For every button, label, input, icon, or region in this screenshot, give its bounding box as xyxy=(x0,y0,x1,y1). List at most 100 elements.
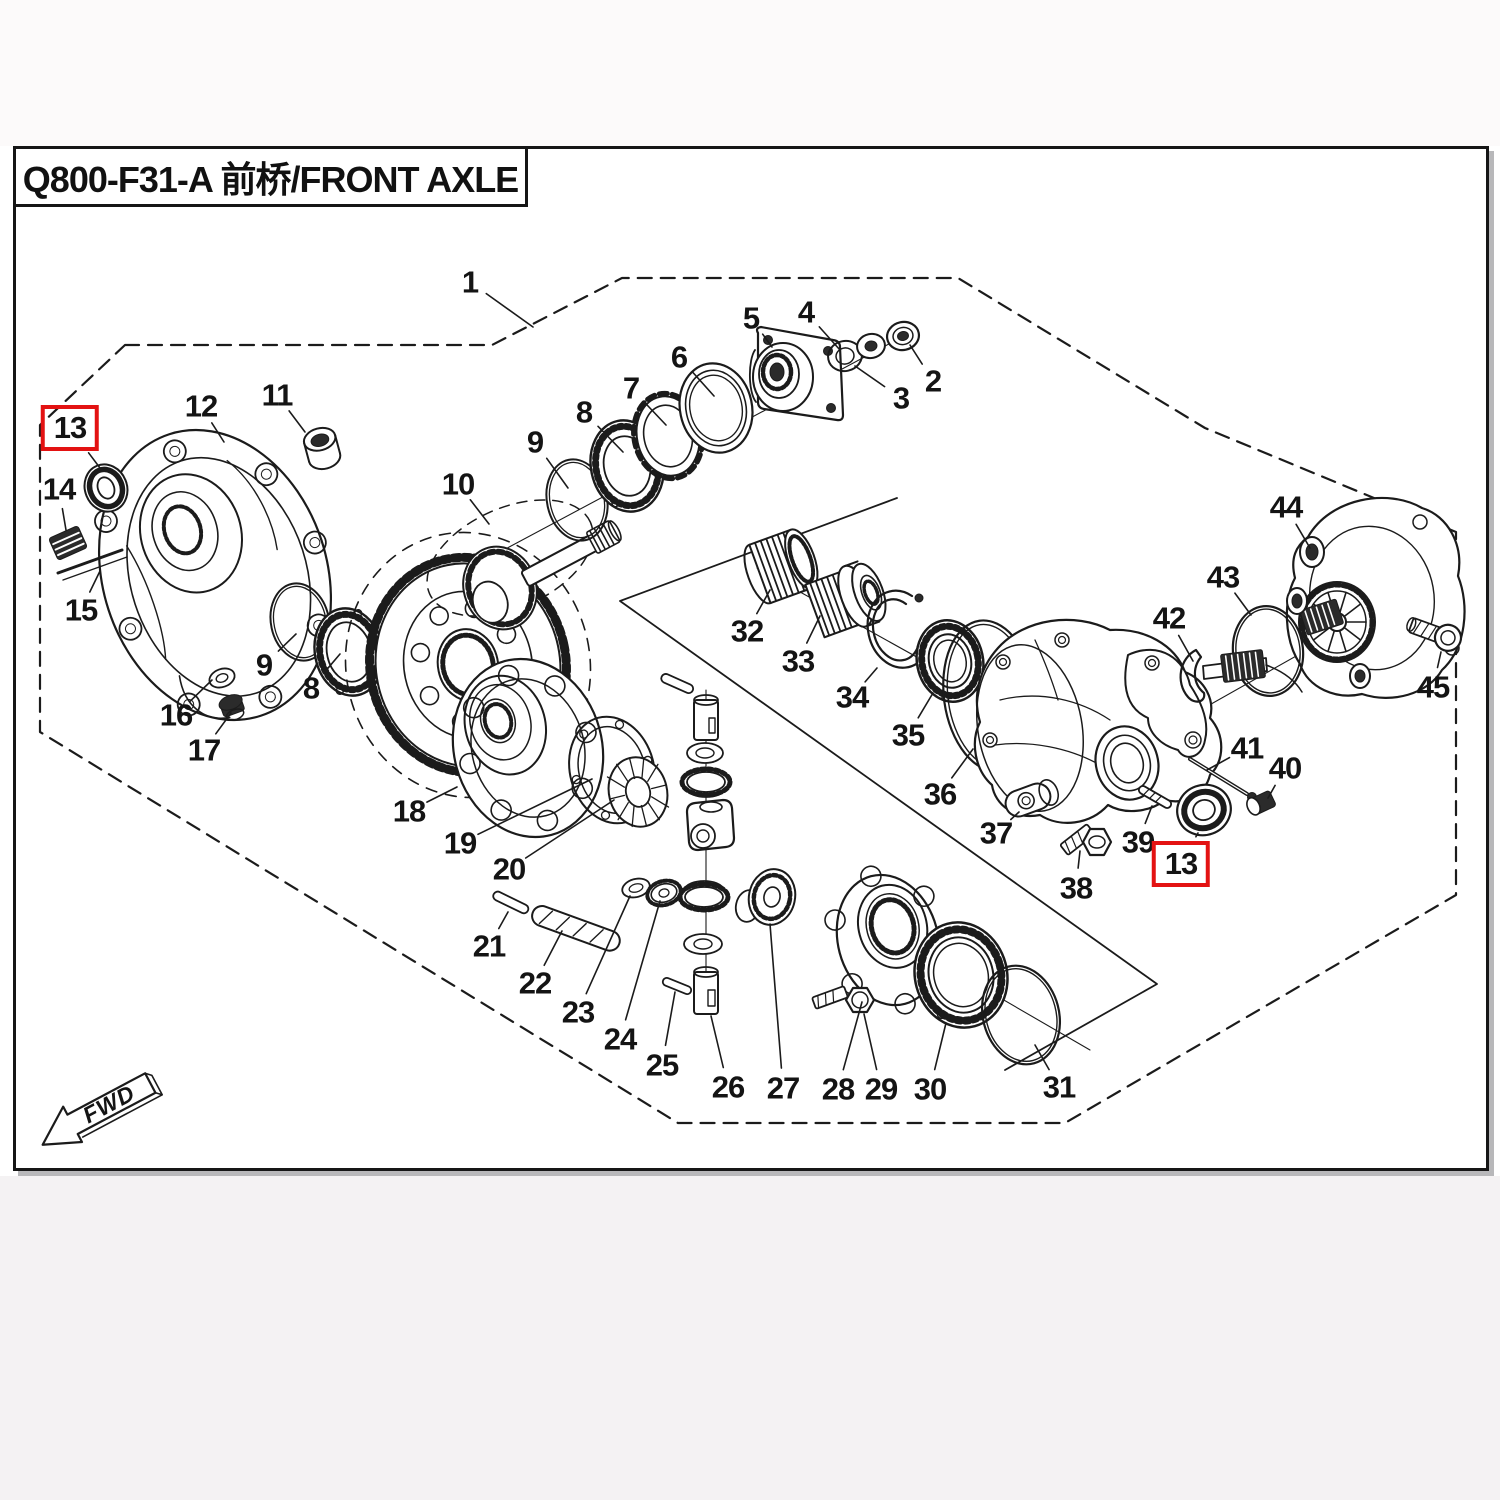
leader-line-10 xyxy=(469,498,490,525)
leader-line-6 xyxy=(691,371,715,397)
part-label-30[interactable]: 30 xyxy=(913,1071,947,1107)
part-label-42[interactable]: 42 xyxy=(1152,600,1186,636)
stud-pin-39 xyxy=(1137,785,1173,809)
leader-line-27 xyxy=(769,923,783,1069)
detent-pin-15 xyxy=(56,548,128,581)
part-label-9[interactable]: 9 xyxy=(255,647,273,683)
part-label-6[interactable]: 6 xyxy=(670,339,688,375)
part-label-26[interactable]: 26 xyxy=(711,1069,745,1105)
oil-seal-13-right xyxy=(1176,783,1232,837)
part-label-18[interactable]: 18 xyxy=(392,793,426,829)
part-label-11[interactable]: 11 xyxy=(261,377,294,413)
bolt-45 xyxy=(1406,617,1463,652)
housing-12-front-cover xyxy=(94,428,333,722)
part-label-3[interactable]: 3 xyxy=(892,380,910,416)
part-label-34[interactable]: 34 xyxy=(835,679,869,715)
part-label-40[interactable]: 40 xyxy=(1268,750,1302,786)
breather-bushing-11 xyxy=(302,426,342,471)
diff-internals xyxy=(492,673,797,1015)
leader-line-4 xyxy=(818,326,841,351)
part-label-20[interactable]: 20 xyxy=(492,851,526,887)
washer-3 xyxy=(856,332,886,360)
diagram-title: Q800-F31-A 前桥/FRONT AXLE xyxy=(22,158,519,200)
part-label-4[interactable]: 4 xyxy=(797,294,815,330)
coupling-flange-5 xyxy=(748,325,845,422)
o-ring-31 xyxy=(980,964,1062,1066)
part-label-24[interactable]: 24 xyxy=(603,1021,637,1057)
leader-line-33 xyxy=(805,615,821,644)
part-label-29[interactable]: 29 xyxy=(864,1071,898,1107)
part-label-12[interactable]: 12 xyxy=(184,388,218,424)
part-label-25[interactable]: 25 xyxy=(645,1047,679,1083)
page-top-margin xyxy=(0,0,1500,146)
part-label-19[interactable]: 19 xyxy=(443,825,477,861)
leader-line-39 xyxy=(1144,805,1153,825)
part-label-43[interactable]: 43 xyxy=(1206,559,1240,595)
part-label-35[interactable]: 35 xyxy=(891,717,925,753)
leader-line-8 xyxy=(597,425,624,453)
part-label-8[interactable]: 8 xyxy=(302,670,320,706)
leader-line-34 xyxy=(864,667,878,683)
oil-seal-6 xyxy=(678,362,754,454)
part-label-36[interactable]: 36 xyxy=(923,776,957,812)
part-label-27[interactable]: 27 xyxy=(766,1070,800,1106)
part-label-39[interactable]: 39 xyxy=(1121,824,1155,860)
part-label-32[interactable]: 32 xyxy=(730,613,764,649)
leader-line-9 xyxy=(277,633,297,652)
leader-line-42 xyxy=(1177,634,1194,662)
part-label-38[interactable]: 38 xyxy=(1059,870,1093,906)
part-label-9[interactable]: 9 xyxy=(526,424,544,460)
leader-line-43 xyxy=(1234,592,1252,616)
part-label-44[interactable]: 44 xyxy=(1269,489,1303,525)
leader-line-21 xyxy=(497,911,509,930)
part-label-45[interactable]: 45 xyxy=(1416,669,1450,705)
part-label-2[interactable]: 2 xyxy=(924,363,942,399)
leader-line-16 xyxy=(189,679,213,702)
leader-line-30 xyxy=(933,1022,947,1071)
part-label-37[interactable]: 37 xyxy=(979,815,1013,851)
part-label-16[interactable]: 16 xyxy=(159,697,193,733)
part-label-13-highlighted[interactable]: 13 xyxy=(40,405,100,451)
part-label-28[interactable]: 28 xyxy=(821,1071,855,1107)
part-label-10[interactable]: 10 xyxy=(441,466,475,502)
leader-line-31 xyxy=(1034,1044,1050,1071)
part-label-22[interactable]: 22 xyxy=(518,965,552,1001)
page-bottom-margin xyxy=(0,1176,1500,1500)
drive-wheel xyxy=(1298,581,1376,663)
leader-line-13 xyxy=(87,451,101,469)
part-label-41[interactable]: 41 xyxy=(1230,730,1264,766)
pinion-gear-10 xyxy=(426,499,622,631)
leader-line-40 xyxy=(1267,784,1276,799)
part-label-14[interactable]: 14 xyxy=(42,471,76,507)
part-label-17[interactable]: 17 xyxy=(187,732,221,768)
part-label-15[interactable]: 15 xyxy=(64,592,98,628)
part-label-13-highlighted[interactable]: 13 xyxy=(1151,841,1211,887)
seal-rings-44 xyxy=(1286,536,1371,689)
drain-plug-17 xyxy=(218,694,245,722)
leader-line-2 xyxy=(909,344,924,365)
part-label-7[interactable]: 7 xyxy=(622,370,640,406)
part-label-23[interactable]: 23 xyxy=(561,994,595,1030)
title-box: Q800-F31-A 前桥/FRONT AXLE xyxy=(13,146,528,207)
leader-line-11 xyxy=(288,410,306,433)
leader-line-15 xyxy=(89,570,101,593)
housing-37-carrier xyxy=(973,618,1223,824)
part-label-21[interactable]: 21 xyxy=(472,928,506,964)
shift-fork-42 xyxy=(1179,648,1303,703)
nut-2 xyxy=(885,320,921,352)
part-label-1[interactable]: 1 xyxy=(461,264,479,300)
leader-line-38 xyxy=(1077,850,1081,869)
leader-lines xyxy=(61,292,1442,1071)
assembly-boundary-dashed xyxy=(38,276,1458,1125)
leader-line-44 xyxy=(1295,523,1311,549)
part-label-33[interactable]: 33 xyxy=(781,643,815,679)
part-label-5[interactable]: 5 xyxy=(742,300,760,336)
oil-seal-13-left xyxy=(83,463,129,513)
leader-line-45 xyxy=(1436,651,1442,669)
part-label-31[interactable]: 31 xyxy=(1042,1069,1076,1105)
part-label-8[interactable]: 8 xyxy=(575,394,593,430)
leader-line-37 xyxy=(1009,811,1020,821)
bolt-38 xyxy=(1059,823,1113,857)
